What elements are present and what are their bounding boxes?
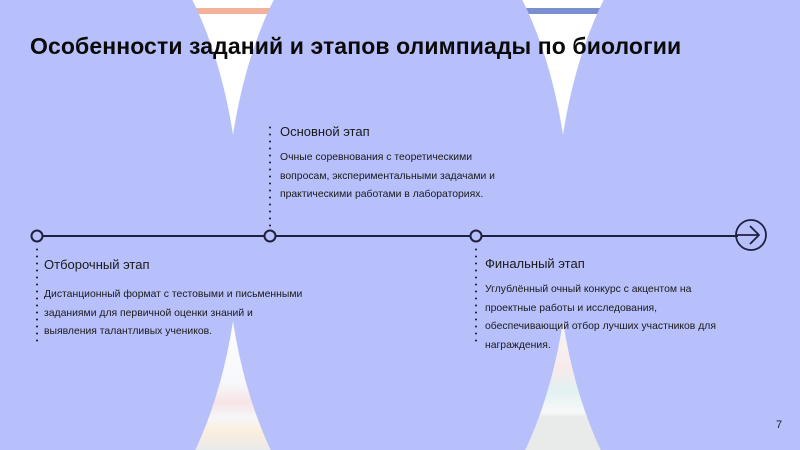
stage-title: Отборочный этап bbox=[44, 257, 150, 272]
stage-title: Основной этап bbox=[280, 124, 370, 139]
stage-description: Дистанционный формат с тестовыми и письм… bbox=[44, 289, 303, 337]
decor-shape-right bbox=[556, 0, 800, 450]
decor-shape-left bbox=[0, 0, 240, 450]
connector-stage-3 bbox=[475, 246, 477, 342]
page-number: 7 bbox=[776, 419, 783, 431]
stage-description: Углублённый очный конкурс с акцентом на … bbox=[485, 284, 716, 351]
connector-stage-1 bbox=[36, 246, 38, 342]
stage-title: Финальный этап bbox=[485, 256, 585, 271]
stage-description: Очные соревнования с теоретическими вопр… bbox=[280, 152, 495, 200]
decor-shape-middle bbox=[226, 0, 570, 450]
top-accent-bar-right bbox=[490, 8, 640, 14]
top-accent-bar-left bbox=[160, 8, 310, 14]
connector-stage-2 bbox=[269, 124, 271, 228]
page-title: Особенности заданий и этапов олимпиады п… bbox=[30, 33, 682, 59]
